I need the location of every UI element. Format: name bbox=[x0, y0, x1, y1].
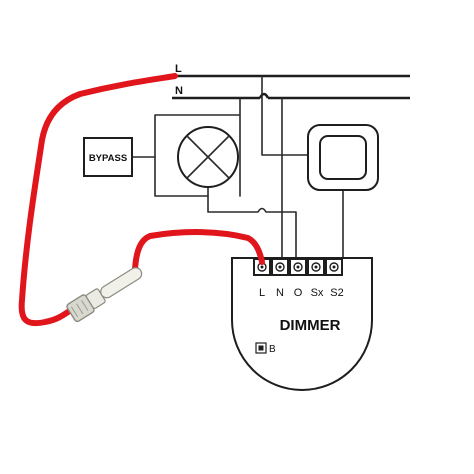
dimmer-module: L N O Sx S2 DIMMER B bbox=[231, 257, 373, 391]
bus-label-l: L bbox=[175, 63, 182, 75]
line-to-switch-wire bbox=[261, 75, 311, 156]
dimmer-body bbox=[231, 257, 373, 391]
lamp-cross-icon bbox=[177, 126, 239, 188]
screw-terminal-icon bbox=[307, 258, 325, 276]
bus-label-n: N bbox=[175, 85, 183, 97]
lamp-to-output-wire bbox=[207, 177, 297, 259]
terminal-label-n: N bbox=[276, 287, 284, 299]
bypass-box bbox=[83, 137, 133, 177]
terminal-label-o: O bbox=[294, 287, 303, 299]
red-wire-to-l-bus bbox=[18, 73, 178, 327]
bypass-label: BYPASS bbox=[89, 153, 127, 164]
terminal-block bbox=[253, 258, 343, 276]
power-bus: L N bbox=[172, 63, 410, 100]
terminal-label-s2: S2 bbox=[330, 287, 343, 299]
bypass-module: BYPASS bbox=[83, 137, 133, 177]
screw-terminal-icon bbox=[271, 258, 289, 276]
screw-terminal-icon bbox=[325, 258, 343, 276]
button-b-icon bbox=[255, 342, 267, 354]
bus-line-n-hop bbox=[258, 92, 270, 99]
push-button-switch-icon bbox=[307, 124, 379, 191]
button-b-label: B bbox=[269, 344, 276, 355]
wiring bbox=[131, 75, 344, 259]
lamp-bypass-loop-wire bbox=[154, 97, 241, 197]
terminal-label-l: L bbox=[259, 287, 265, 299]
added-sensor-wire bbox=[18, 73, 265, 327]
screw-terminal-icon bbox=[253, 258, 271, 276]
terminal-label-sx: Sx bbox=[311, 287, 324, 299]
dimmer-title: DIMMER bbox=[280, 317, 341, 334]
screw-terminal-icon bbox=[289, 258, 307, 276]
red-wire-to-dimmer-l bbox=[132, 229, 265, 273]
temperature-probe-icon bbox=[66, 267, 143, 323]
